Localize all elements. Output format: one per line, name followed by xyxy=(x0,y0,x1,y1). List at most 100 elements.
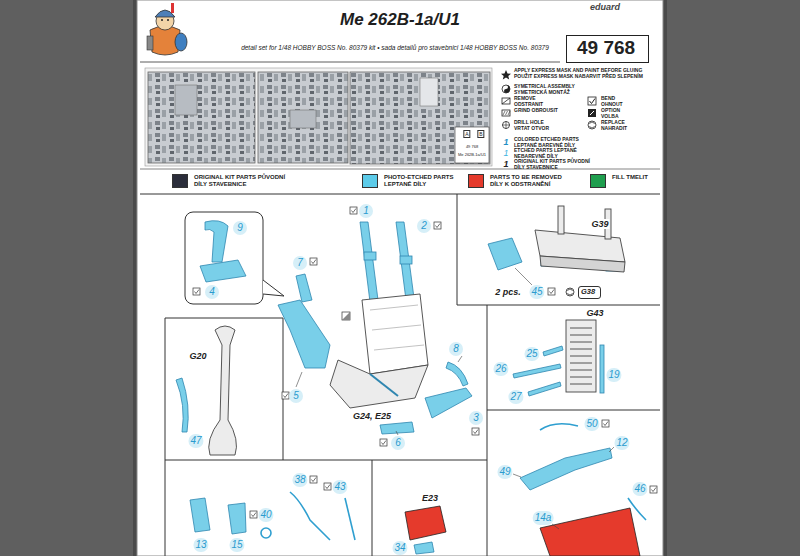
callout-number: 27 xyxy=(508,390,523,404)
check-box xyxy=(652,488,657,492)
check-box xyxy=(326,485,331,489)
fret-picture xyxy=(350,72,490,164)
kit-part xyxy=(209,326,237,455)
etched-part xyxy=(364,252,376,260)
symbol-legend-text: BEND OHNOUT xyxy=(601,96,631,107)
etched-wire xyxy=(290,492,330,540)
leader-line xyxy=(513,474,521,477)
legend-swatch xyxy=(172,174,188,188)
symbol-legend xyxy=(501,70,511,80)
leader-line xyxy=(396,431,398,435)
legend-text: PHOTO-ETCHED PARTS LEPTANÉ DÍLY xyxy=(384,174,464,188)
leader-line xyxy=(515,268,532,285)
check-box xyxy=(310,258,317,265)
etched-part xyxy=(600,345,604,393)
legend-swatch xyxy=(590,174,606,188)
fret-letter: B xyxy=(477,130,484,138)
panel-frame xyxy=(487,305,488,556)
part-label: G24, E25 xyxy=(352,411,392,421)
callout-number: 1 xyxy=(359,204,373,218)
callout-number: 19 xyxy=(606,368,621,382)
replace-symbol xyxy=(568,289,573,295)
callout-number: 47 xyxy=(188,434,203,448)
header-rule xyxy=(140,62,560,63)
symbol-legend xyxy=(590,122,595,128)
etched-part xyxy=(543,346,563,356)
fret-picture xyxy=(145,68,492,166)
check-box xyxy=(195,290,200,294)
eduard-mascot xyxy=(147,36,153,50)
part-label: E23 xyxy=(421,493,439,503)
symbol-legend xyxy=(504,85,510,93)
set-number-box: 49 768 xyxy=(566,35,649,63)
leader-line xyxy=(296,268,614,529)
etched-part xyxy=(414,542,434,554)
check-box xyxy=(252,513,257,517)
etched-part xyxy=(228,503,246,534)
box-text: 49 768 xyxy=(577,37,635,59)
symbol-legend-text: REMOVE ODSTRANIT xyxy=(514,96,554,107)
callout-number: 49 xyxy=(497,465,512,479)
fret-picture xyxy=(145,68,492,166)
removed-part xyxy=(405,506,446,540)
box-text: G38 xyxy=(581,287,595,296)
symbol-legend xyxy=(590,99,596,104)
kit-part xyxy=(370,374,398,396)
callout-number: 8 xyxy=(449,342,463,356)
symbol-legend-text: OPTION VOLBA xyxy=(601,108,633,119)
callout-number: 25 xyxy=(524,347,539,361)
removed-part xyxy=(405,506,640,556)
callout-number: 9 xyxy=(233,221,247,235)
callout-number: 34 xyxy=(392,541,407,555)
check-box xyxy=(650,486,657,493)
symbol-legend xyxy=(502,98,510,104)
callout-number: 2 xyxy=(417,219,431,233)
fret-letter: A xyxy=(463,130,470,138)
fret-set-number: 49 768 xyxy=(466,144,478,149)
etched-part xyxy=(380,422,414,434)
check-box xyxy=(312,260,317,264)
check-box xyxy=(548,288,555,295)
etched-part xyxy=(513,364,561,378)
kit-part xyxy=(566,320,596,392)
callout-number: 50 xyxy=(584,417,599,431)
etched-wire xyxy=(345,498,355,540)
panel-frame xyxy=(165,318,166,556)
subtitle: detail set for 1/48 HOBBY BOSS No. 80379… xyxy=(241,44,549,51)
eduard-mascot xyxy=(175,33,187,51)
symbol-legend xyxy=(503,111,510,115)
kit-part xyxy=(540,256,625,272)
quantity-note: 2 pcs. xyxy=(494,287,522,297)
symbol-legend-text: REPLACE NAHRADIT xyxy=(601,120,641,131)
symbol-legend-text: ETCHED PARTS LEPTANÉ NEBAREVNÉ DÍLY xyxy=(514,148,584,159)
eduard-mascot xyxy=(147,3,187,55)
leader-line xyxy=(609,447,614,452)
etched-wire xyxy=(261,528,271,538)
symbol-legend xyxy=(588,97,596,105)
replace-symbol xyxy=(566,288,574,296)
etched-part xyxy=(296,274,312,302)
check-box xyxy=(380,439,387,446)
check-box xyxy=(282,392,289,399)
check-box xyxy=(284,394,289,398)
removed-part xyxy=(540,508,640,556)
symbol-legend-text: SYMETRICAL ASSEMBLY SYMETRICKÁ MONTÁŽ xyxy=(514,84,590,95)
check-box xyxy=(324,483,331,490)
symbol-legend xyxy=(502,121,510,129)
callout-number: 14a xyxy=(533,511,554,525)
callout-number: 12 xyxy=(614,436,629,450)
symbol-legend xyxy=(502,85,510,93)
etched-part xyxy=(360,222,378,302)
part-label: G20 xyxy=(188,351,207,361)
sheet-title: Me 262B-1a/U1 xyxy=(340,10,460,30)
panel-frame xyxy=(140,169,660,170)
etched-part xyxy=(520,448,612,490)
symbol-legend xyxy=(502,110,510,116)
kit-part xyxy=(362,294,428,374)
symbol-legend-text: DRILL HOLE VRTAT OTVOR xyxy=(514,120,556,131)
etched-part xyxy=(400,256,412,264)
symbol-legend-text: ORIGINAL KIT PARTS PŮVODNÍ DÍLY STAVEBNI… xyxy=(514,159,596,170)
callout-number: 26 xyxy=(493,362,508,376)
check-box xyxy=(436,224,441,228)
legend-swatch xyxy=(468,174,484,188)
